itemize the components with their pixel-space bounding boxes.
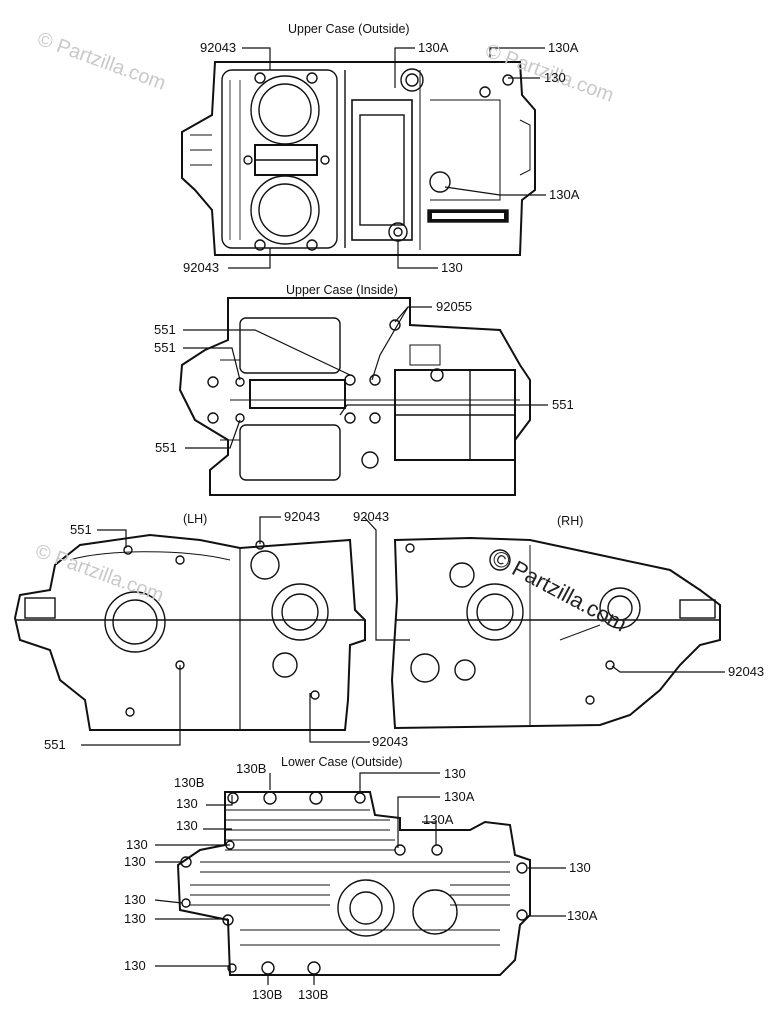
upper-case-inside-drawing (178, 297, 531, 496)
part-label: 92043 (353, 509, 390, 524)
part-label: 130 (124, 892, 146, 907)
part-label: 551 (552, 397, 574, 412)
side-lh-title: (LH) (183, 512, 208, 526)
part-label: 130B (298, 987, 329, 1002)
part-label: 130B (252, 987, 283, 1002)
lower-case-outside-drawing (176, 791, 531, 976)
part-label: 130 (544, 70, 566, 85)
part-label: 551 (155, 440, 177, 455)
part-label: 130A (567, 908, 598, 923)
part-label: 551 (44, 737, 66, 752)
side-case-rh-drawing (390, 536, 721, 730)
part-label: 130 (176, 796, 198, 811)
part-label: 130B (174, 775, 205, 790)
part-label: 92055 (436, 299, 473, 314)
part-label: 130 (124, 854, 146, 869)
part-label: 130 (176, 818, 198, 833)
part-label: 130A (548, 40, 579, 55)
part-label: 130A (549, 187, 580, 202)
upper-case-outside-title: Upper Case (Outside) (288, 22, 410, 36)
part-label: 92043 (728, 664, 765, 679)
part-label: 130A (423, 812, 454, 827)
part-label: 130 (569, 860, 591, 875)
part-label: 92043 (200, 40, 237, 55)
part-label: 130 (126, 837, 148, 852)
leader-lines (81, 47, 725, 985)
lower-case-outside-title: Lower Case (Outside) (281, 755, 403, 769)
part-label: 92043 (183, 260, 220, 275)
part-label: 130 (444, 766, 466, 781)
part-label: 130 (124, 958, 146, 973)
part-label: 551 (154, 322, 176, 337)
part-label: 130 (124, 911, 146, 926)
part-label: 551 (70, 522, 92, 537)
part-label: 130A (418, 40, 449, 55)
upper-case-inside-title: Upper Case (Inside) (286, 283, 398, 297)
part-label: 130B (236, 761, 267, 776)
side-case-lh-drawing (13, 533, 366, 731)
part-label: 92043 (284, 509, 321, 524)
part-label: 130A (444, 789, 475, 804)
side-rh-title: (RH) (557, 514, 584, 528)
part-label: 92043 (372, 734, 409, 749)
upper-case-outside-drawing (181, 61, 536, 256)
part-label: 551 (154, 340, 176, 355)
part-label: 130 (441, 260, 463, 275)
